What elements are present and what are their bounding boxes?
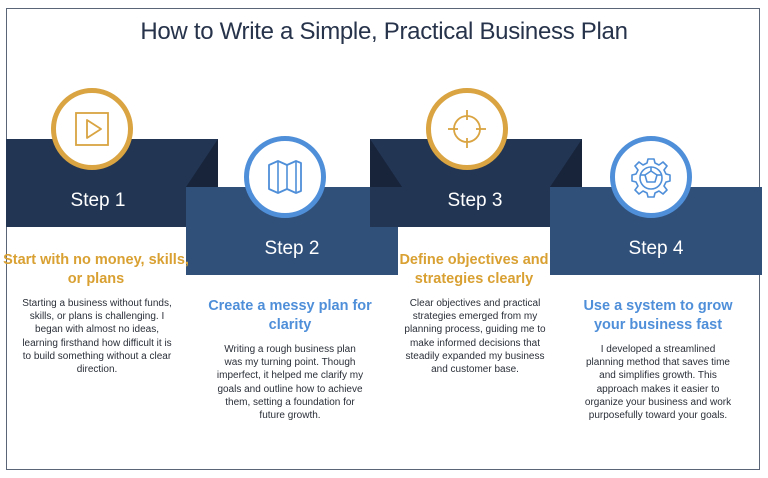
crosshair-target-icon: [448, 110, 486, 148]
step-3-icon-circle: [426, 88, 508, 170]
step-3-description: Clear objectives and practical strategie…: [404, 298, 546, 376]
play-button-icon: [75, 112, 109, 146]
step-4-icon-circle: [610, 136, 692, 218]
step-3-fold-right: [550, 139, 582, 187]
step-2-heading: Create a messy plan for clarity: [208, 298, 372, 333]
step-1-fold: [186, 139, 218, 187]
step-4-label: Step 4: [628, 238, 684, 259]
step-2-description: Writing a rough business plan was my tur…: [216, 344, 364, 422]
step-2-icon-circle: [244, 136, 326, 218]
gear-icon: [631, 158, 671, 198]
step-1-description: Starting a business without funds, skill…: [22, 298, 172, 376]
step-1-icon-circle: [51, 88, 133, 170]
step-3-label: Step 3: [447, 190, 503, 211]
step-3-heading: Define objectives and strategies clearly: [399, 252, 549, 287]
page-title: How to Write a Simple, Practical Busines…: [140, 18, 628, 45]
folded-map-icon: [268, 160, 302, 194]
step-1-label: Step 1: [70, 190, 126, 211]
step-1-heading: Start with no money, skills, or plans: [3, 252, 189, 287]
step-4-description: I developed a streamlined planning metho…: [584, 344, 732, 422]
step-3-fold: [370, 139, 402, 187]
step-2-label: Step 2: [264, 238, 320, 259]
step-4-heading: Use a system to grow your business fast: [583, 298, 733, 333]
